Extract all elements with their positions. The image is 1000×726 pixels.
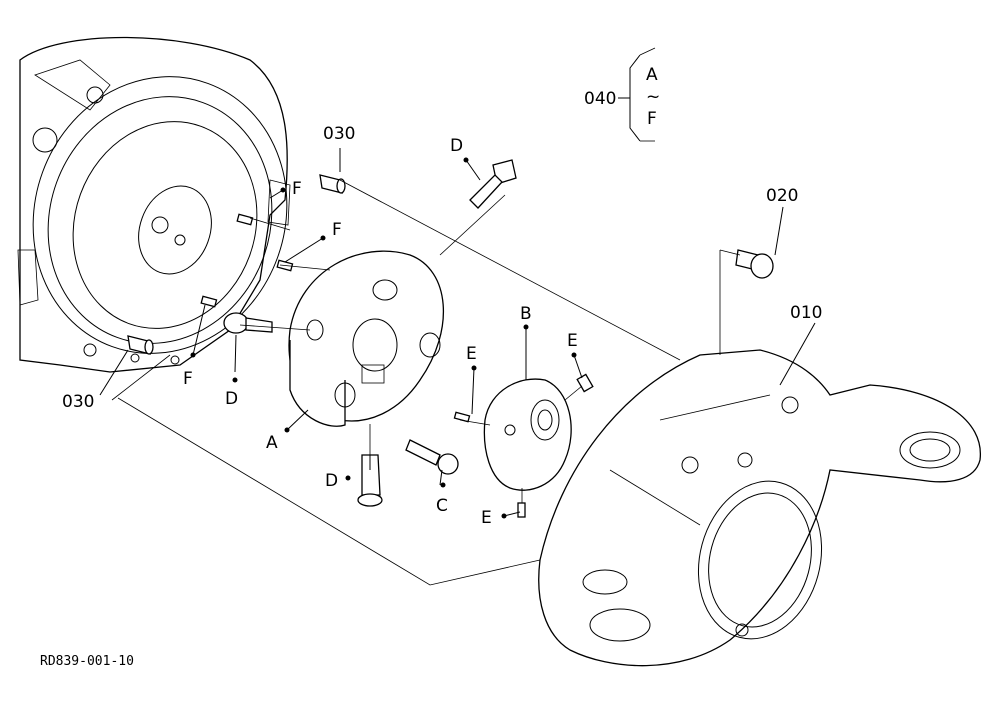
leader-lines [99,148,816,519]
label-d-top: D [450,136,463,156]
label-a: A [266,433,278,453]
label-e-right: E [567,331,578,351]
range-tilde: ~ [646,87,660,107]
callout-010: 010 [790,303,822,323]
label-b: B [520,304,532,324]
label-c: C [436,496,448,516]
range-end-label: F [647,109,657,129]
label-e-bottom: E [481,508,492,528]
callout-030-top: 030 [323,124,355,144]
label-d-left: D [225,389,238,409]
callout-020: 020 [766,186,798,206]
bolt-d-top [469,159,517,209]
range-start-label: A [646,65,658,85]
callout-030-bottom: 030 [62,392,94,412]
drawing-code: RD839-001-10 [40,654,134,669]
label-f-top: F [292,179,302,199]
flywheel-assembly [17,36,291,373]
label-d-bottom: D [325,471,338,491]
pin-f-set [200,213,294,308]
bolt-d-left [223,312,273,334]
callout-040: 040 [584,89,616,109]
bolt-020 [735,249,774,279]
set-screw-e-bottom [517,502,526,518]
bolt-d-bottom [357,454,383,507]
dowel-pin-030-bottom [127,335,154,355]
hub-b [483,378,572,491]
bell-housing-010 [538,349,981,667]
range-bracket-040 [618,47,656,142]
label-f-low: F [183,369,193,389]
assembly-guide-lines [111,179,741,586]
label-e-left: E [466,344,477,364]
bolt-c [405,439,459,475]
set-screw-e-right [576,373,594,393]
label-f-mid: F [332,220,342,240]
coupling-a [288,250,445,427]
dowel-pin-030-top [319,174,346,194]
